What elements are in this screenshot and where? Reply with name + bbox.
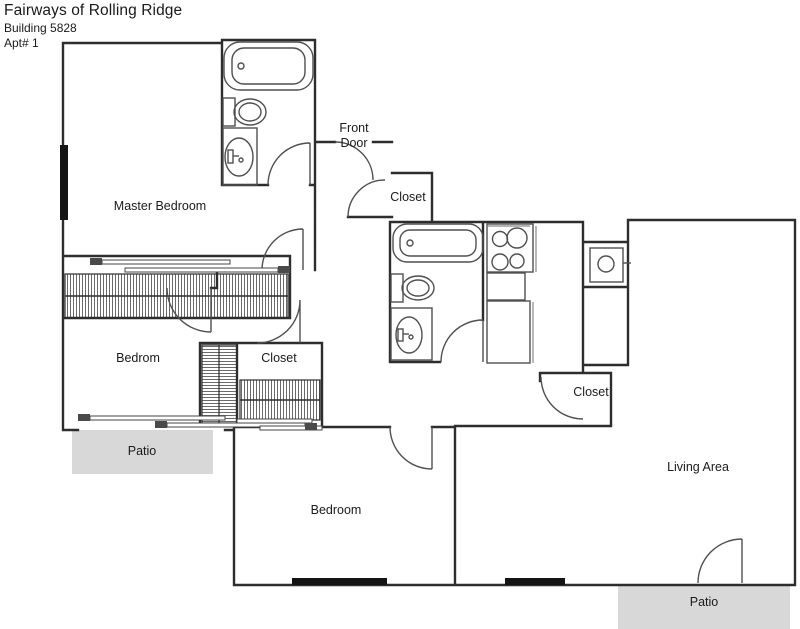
patio-door [697,538,743,584]
closet-hatches [64,273,321,424]
hall-bathtub [392,223,484,263]
right-closet-label: Closet [573,385,609,399]
left-bedroom-door [166,287,212,333]
master-bedroom-door [261,228,304,271]
patio-slider-left [89,415,226,421]
center-closet-slider [236,418,313,424]
windows [60,145,565,585]
master-bathtub [223,41,314,91]
center-closet-slider [259,425,323,431]
doors [166,141,743,584]
entry-closet-door [347,179,386,218]
building-number: Building 5828 [4,21,77,35]
patio-right-area [618,585,790,629]
master-toilet [222,97,267,127]
community-title: Fairways of Rolling Ridge [4,2,183,19]
sliding-doors [78,258,323,431]
stove-four-burners [486,223,537,273]
slider-pulls [78,258,317,430]
living-area-label: Living Area [667,460,729,474]
kitchen-counter [486,272,526,301]
master-sink [222,127,258,186]
right-closet-door [540,376,584,420]
center-closet-door [256,299,301,344]
patio-left-area [72,430,213,474]
master-bathroom-door [267,142,311,186]
center-closet-label: Closet [261,351,297,365]
kitchen-cabinet [486,300,534,364]
apartment-number: Apt# 1 [4,36,39,50]
bottom-bedroom-door [389,426,433,470]
plan-header: Fairways of Rolling Ridge Building 5828 … [4,2,182,50]
left-bedroom-label: Bedrom [116,351,160,365]
bottom-bedroom-window [292,578,387,585]
kitchen-sink [589,247,631,283]
front-door-swing [334,141,374,181]
entry-closet-label: Closet [390,190,426,204]
bottom-bedroom-label: Bedroom [310,503,362,517]
hall-bathroom-door [440,319,484,363]
master-bedroom-window [60,145,68,220]
patio-right-label: Patio [689,595,719,609]
master-bedroom-label: Master Bedroom [113,199,207,213]
master-closet-slider [124,267,279,273]
living-area-window [505,578,565,585]
patio-left-label: Patio [127,444,157,458]
front-door-label: Front Door [339,121,369,150]
hall-toilet [390,273,435,303]
master-closet-slider [101,259,231,265]
hall-sink [390,307,433,361]
